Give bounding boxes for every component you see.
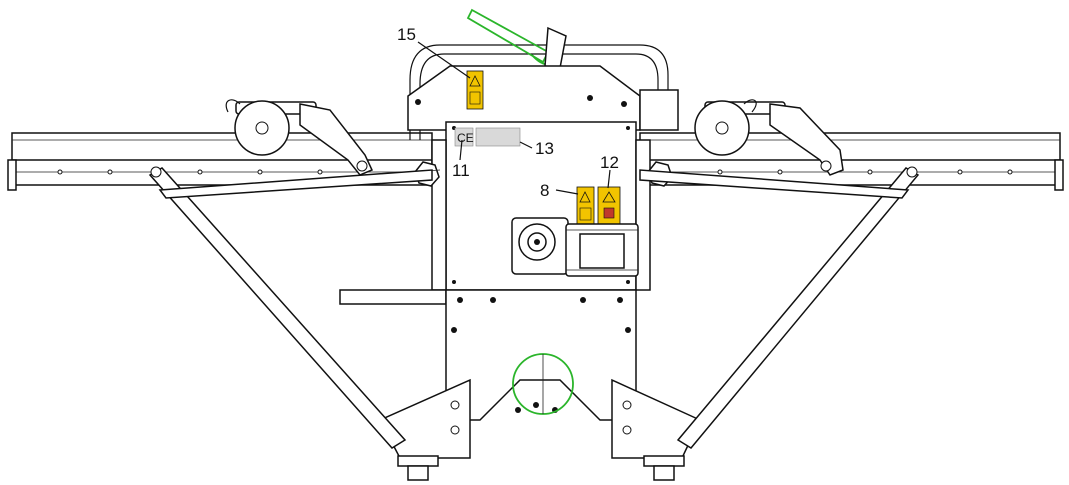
top-handle-frame xyxy=(409,44,669,140)
callout-11: 11 xyxy=(452,161,470,180)
leader-8 xyxy=(555,189,579,195)
leader-12 xyxy=(607,169,611,189)
warning-sticker-15 xyxy=(466,70,484,110)
ce-mark-plate: CE xyxy=(454,127,474,147)
right-diagonal-brace xyxy=(639,166,920,449)
warning-sticker-8 xyxy=(576,186,595,226)
left-diagonal-brace xyxy=(148,166,441,449)
callout-8: 8 xyxy=(540,181,549,200)
callout-13: 13 xyxy=(535,139,554,158)
warning-sticker-12 xyxy=(597,186,621,226)
side-shelf xyxy=(339,289,447,305)
leader-11 xyxy=(459,139,463,161)
left-conveyor-table xyxy=(7,132,433,191)
leader-15 xyxy=(417,41,471,79)
upper-housing xyxy=(407,65,679,131)
left-roller xyxy=(225,99,374,176)
callout-12: 12 xyxy=(600,153,619,172)
green-lever xyxy=(466,8,567,69)
rating-plate xyxy=(475,127,521,147)
leader-13 xyxy=(519,141,533,149)
right-roller xyxy=(694,99,844,176)
lower-pedestal xyxy=(445,289,637,421)
ce-mark: CE xyxy=(457,131,474,145)
right-leg xyxy=(611,378,702,481)
callout-15: 15 xyxy=(397,25,416,44)
gear-motor xyxy=(511,217,639,277)
